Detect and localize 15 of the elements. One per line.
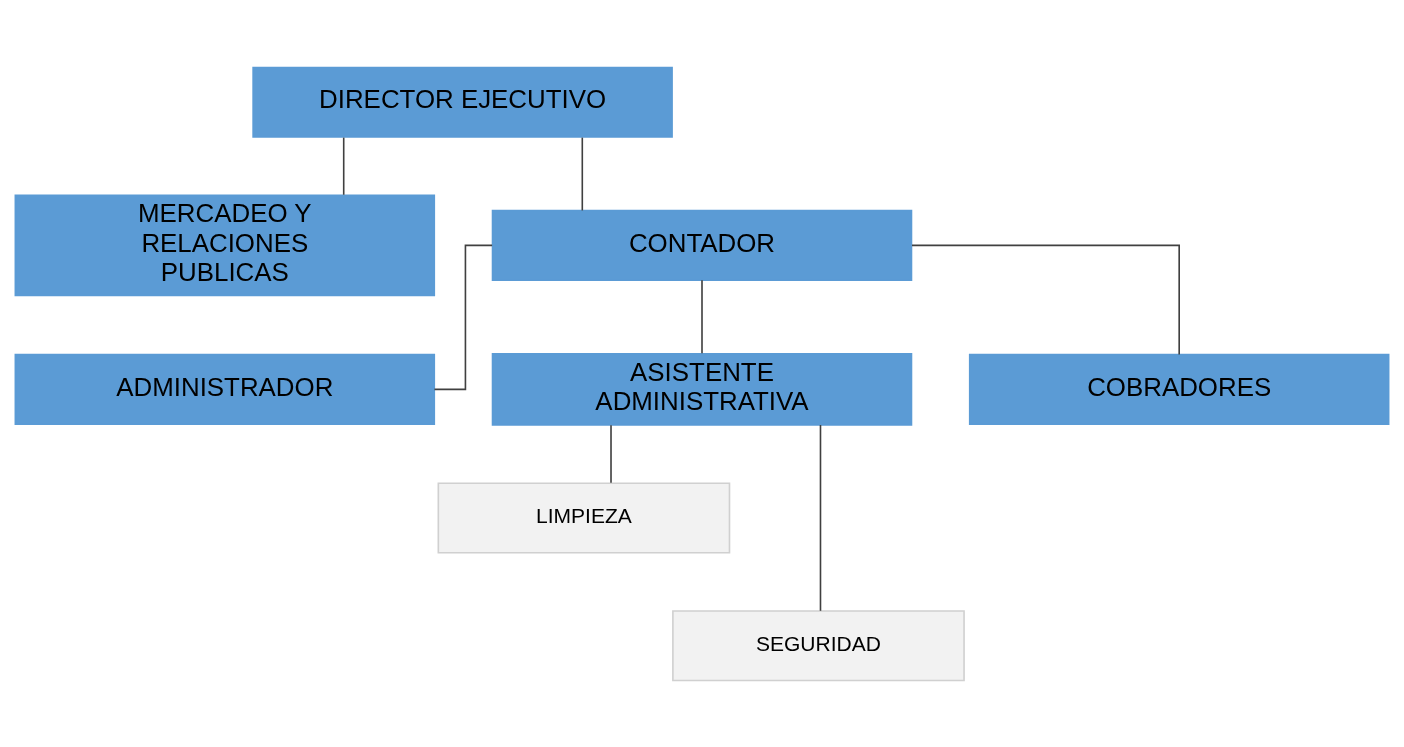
node-box: ADMINISTRADOR: [14, 353, 436, 425]
node-box: MERCADEO Y RELACIONES PUBLICAS: [14, 193, 436, 296]
connector: [610, 423, 612, 484]
node-box: DIRECTOR EJECUTIVO: [252, 66, 673, 138]
connector: [342, 136, 345, 196]
node-box: COBRADORES: [968, 353, 1390, 425]
connector: [433, 244, 493, 390]
connector: [581, 136, 584, 211]
node-box: SEGURIDAD: [672, 609, 965, 681]
connector: [819, 423, 822, 612]
node-box: ASISTENTE ADMINISTRATIVA: [491, 352, 913, 426]
connector: [911, 244, 1180, 355]
node-box: CONTADOR: [491, 209, 913, 281]
node-box: LIMPIEZA: [437, 481, 731, 554]
connector: [701, 278, 703, 354]
